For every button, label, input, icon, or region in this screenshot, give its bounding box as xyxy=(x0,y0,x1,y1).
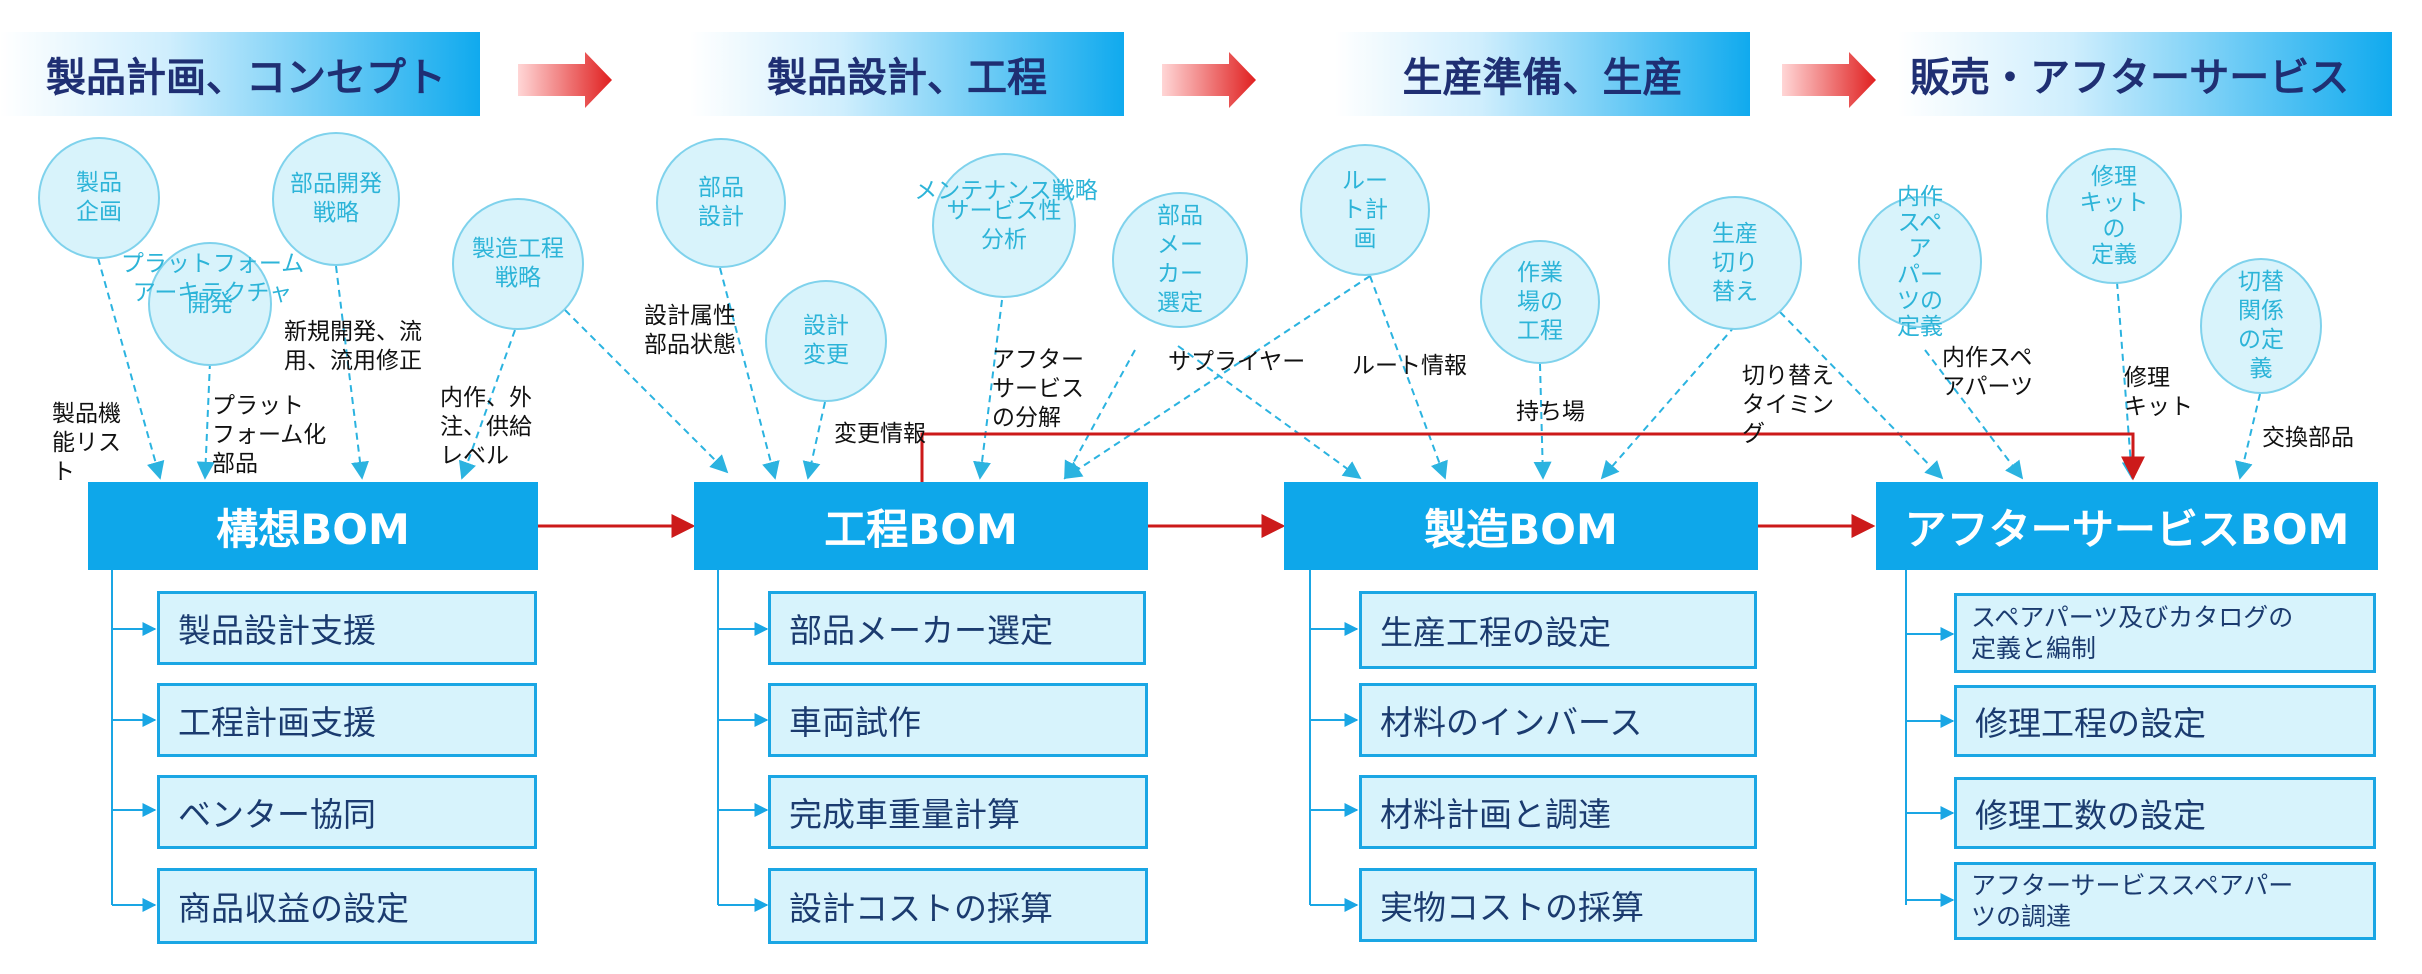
dashed-arrow xyxy=(1063,275,1371,479)
bom-manufacturing: 製造BOM xyxy=(1284,482,1758,570)
stage-header-aftersales: 販売・アフターサービス xyxy=(1898,32,2392,116)
dashed-arrow xyxy=(802,401,826,480)
label-exchange-parts: 交換部品 xyxy=(2262,425,2354,451)
circle-part-design: 部品 設計 xyxy=(656,138,786,268)
task-product-design-support: 製品設計支援 xyxy=(157,591,537,665)
label-platform-parts: プラット フォーム化 部品 xyxy=(212,393,327,477)
flow-arrow-feedback xyxy=(920,432,2145,482)
stage-header-design: 製品設計、工程 xyxy=(690,32,1124,116)
label-make-buy: 内作、外 注、供給 レベル xyxy=(440,385,532,469)
label-inhouse-spare: 内作スペ アパーツ xyxy=(1942,345,2034,400)
dashed-arrow xyxy=(1064,349,1136,480)
task-vendor-collaboration: ベンター協同 xyxy=(157,775,537,849)
platform-architecture-text: プラットフォーム アーキテクチャ xyxy=(120,251,305,306)
circle-production-switch: 生産 切り 替え xyxy=(1668,196,1802,330)
task-product-profit: 商品収益の設定 xyxy=(157,868,537,944)
circle-parts-dev-strategy: 部品開発 戦略 xyxy=(272,132,400,266)
bom-trees xyxy=(111,570,1955,912)
label-repair-kit: 修理 キット xyxy=(2124,365,2193,420)
task-actual-cost: 実物コストの採算 xyxy=(1359,868,1757,942)
dashed-arrow xyxy=(973,299,1003,480)
task-vehicle-prototype: 車両試作 xyxy=(768,683,1148,757)
circle-serviceability: サービス性 分析 xyxy=(932,153,1076,298)
dashed-arrow xyxy=(1779,311,1944,480)
bom-aftersales: アフターサービスBOM xyxy=(1876,482,2378,570)
task-design-cost: 設計コストの採算 xyxy=(768,868,1148,944)
bom-concept: 構想BOM xyxy=(88,482,538,570)
task-repair-process: 修理工程の設定 xyxy=(1954,685,2376,757)
dashed-arrows xyxy=(97,257,2261,480)
circle-workplace-process: 作業 場の 工程 xyxy=(1480,240,1600,364)
circle-mfg-process-strategy: 製造工程 戦略 xyxy=(452,198,584,330)
task-vehicle-weight: 完成車重量計算 xyxy=(768,775,1148,849)
circle-repair-kit: 修理 キット の 定義 xyxy=(2046,148,2182,284)
label-design-attr: 設計属性 部品状態 xyxy=(644,303,736,358)
label-function-list: 製品機 能リス ト xyxy=(52,401,121,485)
dashed-arrow xyxy=(564,309,729,474)
task-production-process: 生産工程の設定 xyxy=(1359,591,1757,669)
task-material-procurement: 材料計画と調達 xyxy=(1359,775,1757,849)
bom-engineering: 工程BOM xyxy=(694,482,1148,570)
circle-platform-dev: 開発 xyxy=(148,242,272,366)
circle-inhouse-spare: 内作 スペ ア パー ツの 定義 xyxy=(1858,184,1982,340)
task-spare-procurement: アフターサービススペアパー ツの調達 xyxy=(1954,862,2376,940)
label-aftersales-breakdown: アフター サービス の分解 xyxy=(992,347,1084,431)
label-workplace: 持ち場 xyxy=(1516,399,1585,425)
circle-product-planning: 製品 企画 xyxy=(38,137,160,259)
maintenance-strategy-text: メンテナンス戦略 xyxy=(914,178,1098,204)
stage-arrow-1 xyxy=(518,52,612,108)
bom-flow-arrows xyxy=(538,432,2145,538)
circle-route-plan: ルー ト計 画 xyxy=(1300,144,1430,276)
task-spare-catalog: スペアパーツ及びカタログの 定義と編制 xyxy=(1954,593,2376,673)
task-supplier-selection: 部品メーカー選定 xyxy=(768,591,1146,665)
stage-header-production: 生産準備、生産 xyxy=(1335,32,1750,116)
label-supplier: サプライヤー xyxy=(1168,349,1306,375)
stage-arrow-3 xyxy=(1782,52,1876,108)
circle-switch-relation: 切替 関係 の定 義 xyxy=(2200,258,2322,394)
dashed-arrow xyxy=(97,257,165,480)
dashed-arrow xyxy=(196,361,215,480)
label-new-dev: 新規開発、流 用、流用修正 xyxy=(284,319,422,374)
dashed-arrow xyxy=(1177,345,1362,480)
circle-supplier-select: 部品 メー カー 選定 xyxy=(1112,192,1248,328)
label-switch-timing: 切り替え タイミン グ xyxy=(1742,363,1834,447)
task-process-planning-support: 工程計画支援 xyxy=(157,683,537,757)
dashed-arrow xyxy=(1600,325,1736,480)
label-route-info: ルート情報 xyxy=(1352,353,1467,379)
dashed-arrow xyxy=(2116,281,2140,480)
circle-design-change: 設計 変更 xyxy=(765,280,887,402)
stage-header-planning: 製品計画、コンセプト xyxy=(0,32,480,116)
dashed-arrow xyxy=(719,267,780,480)
dashed-arrow xyxy=(458,329,516,480)
dashed-arrow xyxy=(2234,393,2261,480)
stage-arrow-2 xyxy=(1162,52,1256,108)
task-material-inverse: 材料のインバース xyxy=(1359,683,1757,757)
label-change-info: 変更情報 xyxy=(834,421,926,447)
dashed-arrow xyxy=(1924,349,2024,480)
task-repair-hours: 修理工数の設定 xyxy=(1954,777,2376,849)
